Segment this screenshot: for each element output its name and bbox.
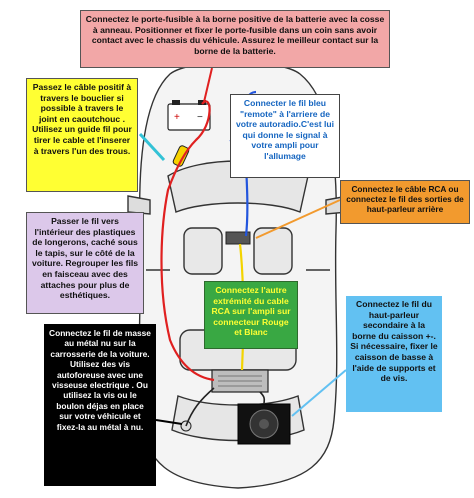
fuse-holder-icon [172, 145, 190, 167]
arrow-ground [155, 419, 183, 425]
seat-left [183, 227, 223, 275]
firewall-callout-text: Passez le câble positif à travers le bou… [32, 82, 132, 156]
remote-wire-callout: Connecter le fil bleu "remote" à l'arrie… [230, 94, 340, 178]
subwoofer-icon [237, 403, 291, 445]
ground-wire [185, 387, 215, 427]
ground-callout: Connectez le fil de masse au métal nu su… [44, 324, 156, 486]
svg-text:−: − [197, 112, 203, 123]
speaker-wire [259, 391, 266, 405]
arrow-speaker [291, 369, 347, 417]
amplifier-icon [211, 369, 269, 393]
speaker-callout-text: Connectez le fil du haut-parleur seconda… [350, 299, 438, 384]
arrow-rca [255, 199, 341, 239]
speaker-callout: Connectez le fil du haut-parleur seconda… [346, 296, 442, 412]
rca-callout: Connectez le câble RCA ou connectez le f… [340, 180, 470, 224]
power-wire [160, 100, 215, 382]
rca-amp-callout: Connectez l'autre extrémité du cable RCA… [204, 281, 298, 349]
ground-callout-text: Connectez le fil de masse au métal nu su… [49, 328, 151, 432]
battery-callout-text: Connectez le porte-fusible à la borne po… [85, 14, 385, 56]
remote-wire-callout-text: Connecter le fil bleu "remote" à l'arrie… [235, 98, 335, 161]
routing-callout-text: Passer le fil vers l'intérieur des plast… [31, 216, 139, 301]
arrow-firewall [138, 132, 166, 162]
routing-callout: Passer le fil vers l'intérieur des plast… [26, 212, 144, 314]
battery-icon: + − [167, 100, 211, 131]
rca-callout-text: Connectez le câble RCA ou connectez le f… [346, 184, 464, 214]
battery-callout: Connectez le porte-fusible à la borne po… [80, 10, 390, 68]
rca-amp-callout-text: Connectez l'autre extrémité du cable RCA… [211, 285, 291, 338]
svg-text:+: + [174, 112, 180, 123]
seat-right [253, 227, 293, 275]
head-unit-icon [225, 231, 251, 245]
arrow-battery [203, 67, 213, 103]
firewall-callout: Passez le câble positif à travers le bou… [26, 78, 138, 192]
